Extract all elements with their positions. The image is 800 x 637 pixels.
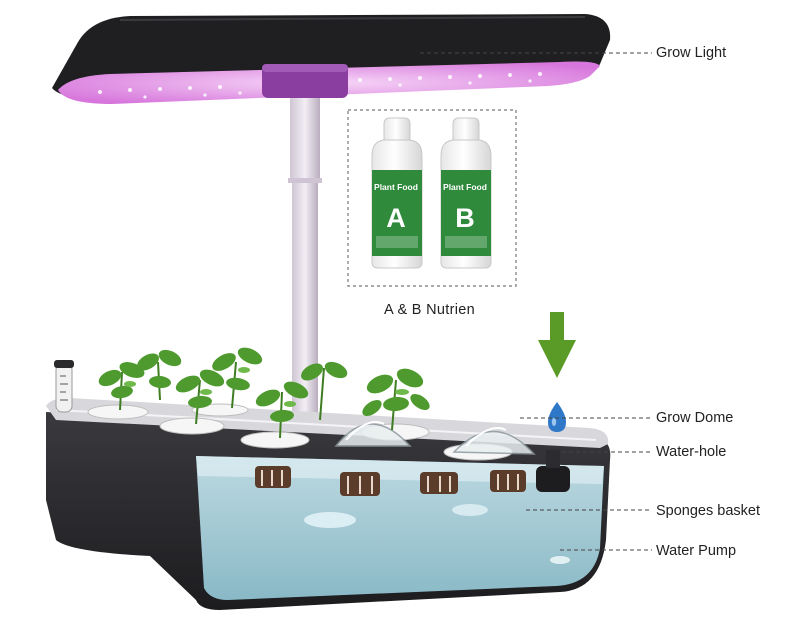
callout-grow-dome: Grow Dome — [656, 410, 734, 426]
nutrient-bottle-b — [440, 117, 492, 269]
water-pump — [536, 450, 570, 492]
callout-sponges-basket: Sponges basket — [656, 503, 760, 519]
bottle-b-label: Plant Food — [443, 182, 487, 192]
water-level-gauge — [54, 360, 74, 413]
sponges-baskets — [255, 466, 526, 496]
pole-connector — [262, 64, 348, 98]
callout-water-pump: Water Pump — [656, 543, 737, 559]
down-arrow-icon — [538, 312, 576, 378]
nutrient-bottle-a — [371, 117, 423, 269]
grow-domes — [334, 421, 536, 455]
seedlings — [98, 347, 430, 439]
callout-grow-light: Grow Light — [656, 45, 727, 61]
bottle-a-letter: A — [386, 203, 406, 233]
water-drop-icon — [548, 402, 566, 432]
callout-water-hole: Water-hole — [656, 444, 727, 460]
nutrients-caption: A & B Nutrien — [384, 302, 475, 318]
bottle-b-letter: B — [455, 203, 475, 233]
bottle-a-label: Plant Food — [374, 182, 418, 192]
